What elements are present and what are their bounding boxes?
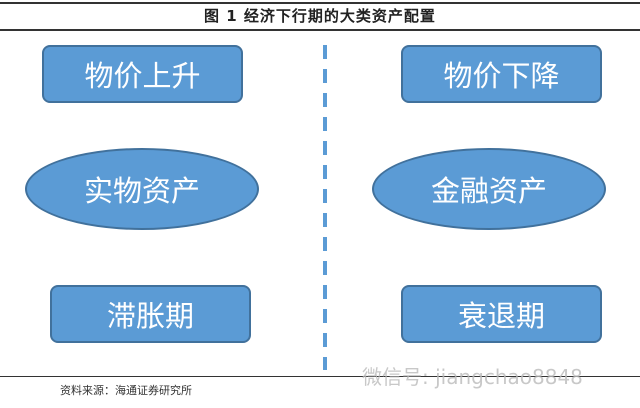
title-rule <box>0 29 640 31</box>
left-ellipse: 实物资产 <box>25 148 259 230</box>
watermark: 微信号: jiangchao8848 <box>362 365 583 389</box>
left-bottom-box: 滞胀期 <box>50 285 251 343</box>
right-bottom-box: 衰退期 <box>401 285 602 343</box>
top-rule <box>0 2 640 4</box>
bottom-rule <box>0 376 640 377</box>
source-note: 资料来源：海通证券研究所 <box>60 384 192 397</box>
right-ellipse: 金融资产 <box>372 148 606 230</box>
left-top-box: 物价上升 <box>42 45 243 103</box>
right-top-box: 物价下降 <box>401 45 602 103</box>
figure-title: 图 1 经济下行期的大类资产配置 <box>204 7 436 25</box>
divider-dashed-line <box>323 45 327 370</box>
